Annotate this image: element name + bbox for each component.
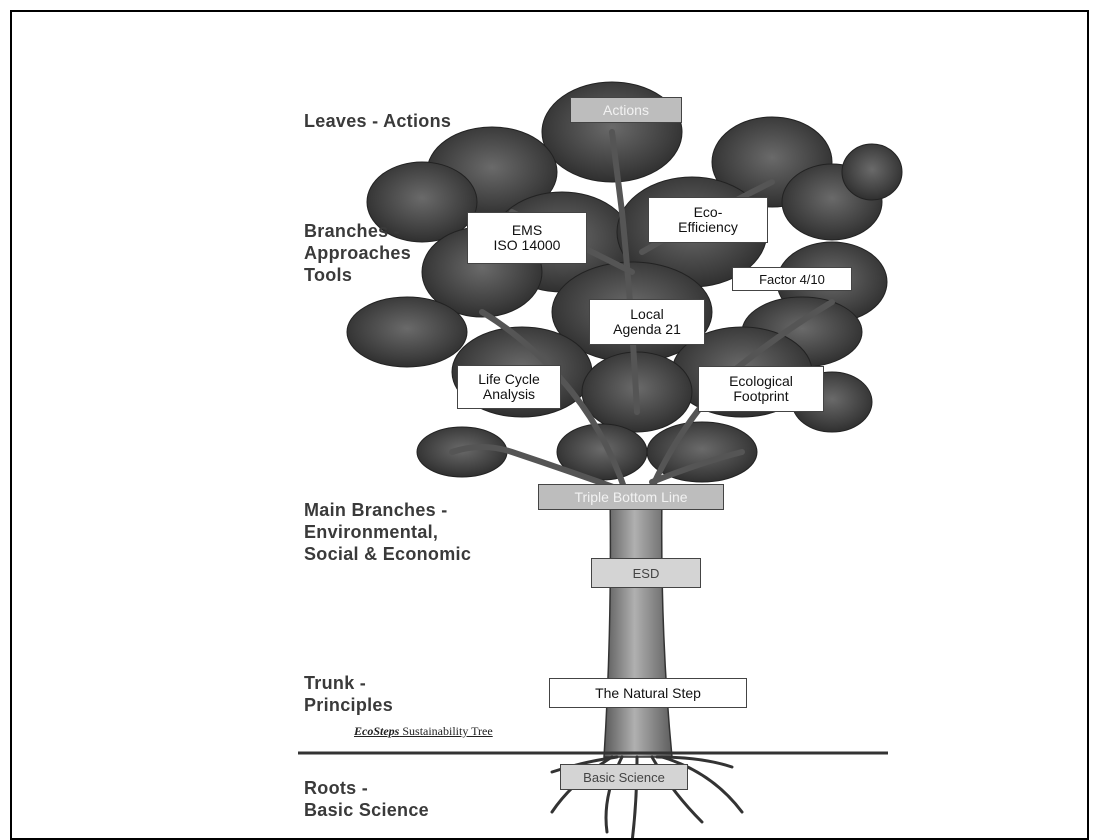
box-natural-step: The Natural Step bbox=[549, 678, 747, 708]
label-branches: Branches - Approaches Tools bbox=[304, 220, 411, 286]
box-life-cycle: Life Cycle Analysis bbox=[457, 365, 561, 409]
caption-text: Sustainability Tree bbox=[399, 724, 492, 738]
box-eco-efficiency: Eco- Efficiency bbox=[648, 197, 768, 243]
box-ems: EMS ISO 14000 bbox=[467, 212, 587, 264]
box-triple-bottom-line: Triple Bottom Line bbox=[538, 484, 724, 510]
box-basic-science: Basic Science bbox=[560, 764, 688, 790]
label-main-branches: Main Branches - Environmental, Social & … bbox=[304, 499, 471, 565]
box-esd: ESD bbox=[591, 558, 701, 588]
box-actions: Actions bbox=[570, 97, 682, 123]
box-local-agenda: Local Agenda 21 bbox=[589, 299, 705, 345]
caption-brand: EcoSteps bbox=[354, 724, 399, 738]
tree-illustration bbox=[12, 12, 1089, 840]
label-trunk: Trunk - Principles bbox=[304, 672, 393, 716]
box-factor: Factor 4/10 bbox=[732, 267, 852, 291]
label-leaves: Leaves - Actions bbox=[304, 110, 451, 132]
diagram-frame: Leaves - Actions Branches - Approaches T… bbox=[10, 10, 1089, 840]
tree-caption: EcoSteps Sustainability Tree bbox=[354, 724, 493, 739]
box-ecological-footprint: Ecological Footprint bbox=[698, 366, 824, 412]
tree-trunk bbox=[604, 492, 672, 757]
label-roots: Roots - Basic Science bbox=[304, 777, 429, 821]
